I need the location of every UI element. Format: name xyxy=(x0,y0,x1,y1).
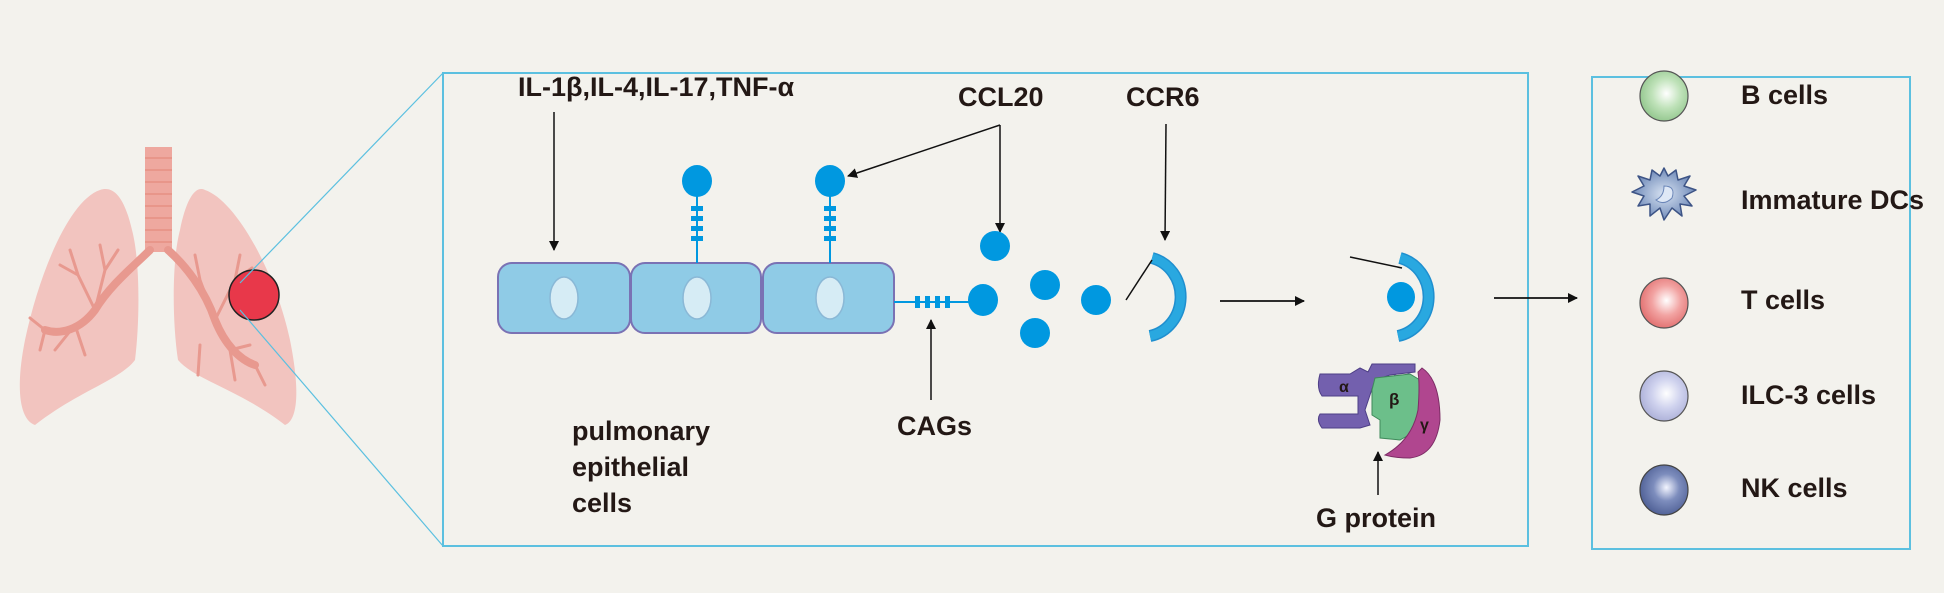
ccl20-molecule xyxy=(1081,285,1111,315)
trachea xyxy=(145,147,172,252)
lungs-illustration xyxy=(19,147,297,425)
ccl20-label: CCL20 xyxy=(958,82,1044,112)
ccl20-arrow-left xyxy=(847,124,1001,178)
epithelial-cells xyxy=(497,262,895,334)
b-cell-icon xyxy=(1639,70,1689,122)
ccr6-arrow xyxy=(1160,123,1171,241)
gamma-label: γ xyxy=(1420,417,1429,434)
beta-label: β xyxy=(1389,390,1399,409)
legend-item-b-cells: B cells xyxy=(1639,70,1828,122)
epithelial-label-2: epithelial xyxy=(572,452,689,482)
g-alpha-subunit xyxy=(1317,363,1416,429)
alpha-label: α xyxy=(1339,379,1349,396)
legend-label: T cells xyxy=(1741,285,1825,315)
t-cell-icon xyxy=(1639,277,1689,329)
nucleus xyxy=(682,276,712,320)
legend-label: NK cells xyxy=(1741,473,1848,503)
legend-label: Immature DCs xyxy=(1741,185,1924,215)
left-lung xyxy=(19,189,139,425)
legend-item-t-cells: T cells xyxy=(1639,277,1825,329)
nk-cell-icon xyxy=(1639,464,1689,516)
legend-label: B cells xyxy=(1741,80,1828,110)
g-protein-label: G protein xyxy=(1316,503,1436,533)
g-gamma-subunit xyxy=(1383,367,1441,459)
cags-label: CAGs xyxy=(897,411,972,441)
dendritic-cell-icon xyxy=(1631,167,1697,221)
zoom-line-top xyxy=(239,72,444,284)
ccl20-molecule xyxy=(1030,270,1060,300)
anchored-ccl20 xyxy=(682,165,998,316)
bronchi xyxy=(28,243,267,387)
zoom-line-bottom xyxy=(239,309,444,547)
legend-item-nk-cells: NK cells xyxy=(1639,464,1848,516)
epithelial-label-1: pulmonary xyxy=(572,416,710,446)
ccr6-receptor xyxy=(1125,252,1187,342)
nucleus xyxy=(549,276,579,320)
nucleus xyxy=(815,276,845,320)
legend-item-ilc3-cells: ILC-3 cells xyxy=(1639,370,1876,422)
legend-label: ILC-3 cells xyxy=(1741,380,1876,410)
ccl20-ccr6-complex xyxy=(1349,252,1435,342)
g-beta-subunit xyxy=(1371,373,1421,441)
ccl20-molecule xyxy=(1020,318,1050,348)
cytokines-label: IL-1β,IL-4,IL-17,TNF-α xyxy=(518,72,794,102)
ilc3-cell-icon xyxy=(1639,370,1689,422)
free-ccl20 xyxy=(980,231,1111,348)
tumor-marker xyxy=(228,269,280,321)
g-protein: α β γ xyxy=(1317,363,1441,459)
epithelial-label-3: cells xyxy=(572,488,632,518)
ccl20-molecule xyxy=(980,231,1010,261)
legend-item-immature-dcs: Immature DCs xyxy=(1631,167,1924,221)
ccr6-label: CCR6 xyxy=(1126,82,1200,112)
